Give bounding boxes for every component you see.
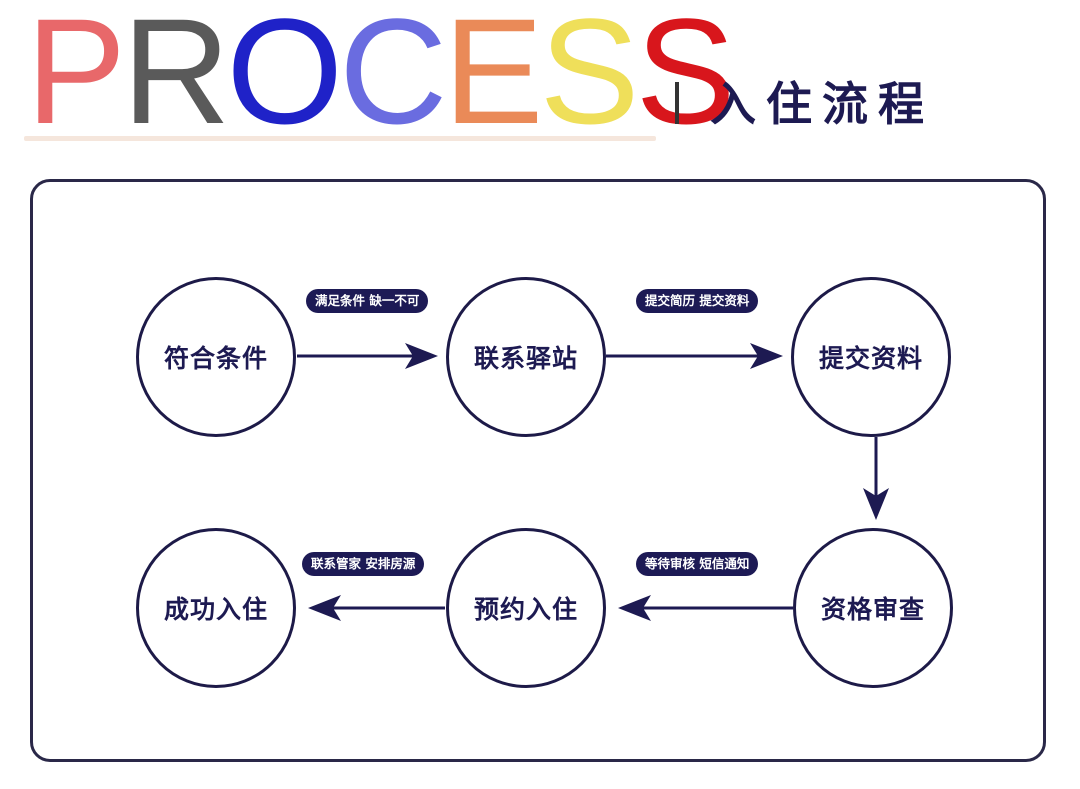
arrow-step3-to-step4 — [863, 437, 889, 520]
step-label: 联系驿站 — [473, 344, 578, 373]
step-node-4: 资格审查 — [793, 528, 953, 688]
transition-note-4: 等待审核 短信通知 — [636, 552, 759, 576]
title-letter: P — [26, 0, 126, 155]
page-subtitle: 入住流程 — [710, 77, 934, 131]
step-label: 资格审查 — [820, 595, 925, 624]
arrow-step4-to-step5 — [618, 595, 793, 621]
arrow-step1-to-step2 — [297, 343, 438, 369]
flow-frame — [30, 179, 1046, 762]
step-node-1: 符合条件 — [136, 277, 296, 437]
arrow-step2-to-step3 — [606, 343, 783, 369]
process-title: PROCESS — [26, 0, 736, 155]
title-letter: R — [122, 0, 230, 155]
title-letter: C — [339, 0, 447, 155]
title-divider — [675, 82, 679, 124]
step-node-5: 预约入住 — [446, 528, 606, 688]
title-underline — [24, 136, 656, 141]
title-letter: S — [539, 0, 639, 155]
step-node-3: 提交资料 — [791, 277, 951, 437]
step-label: 提交资料 — [818, 344, 923, 373]
transition-note-5: 联系管家 安排房源 — [302, 552, 425, 576]
step-node-6: 成功入住 — [136, 528, 296, 688]
step-node-2: 联系驿站 — [446, 277, 606, 437]
transition-note-1: 满足条件 缺一不可 — [306, 289, 429, 313]
transition-note-2: 提交简历 提交资料 — [636, 289, 759, 313]
title-letter: E — [443, 0, 543, 155]
title-letter: S — [635, 0, 736, 155]
arrow-step5-to-step6 — [308, 595, 445, 621]
step-label: 预约入住 — [473, 595, 578, 624]
title-letter: O — [226, 0, 343, 155]
step-label: 成功入住 — [163, 595, 268, 624]
step-label: 符合条件 — [163, 344, 268, 373]
